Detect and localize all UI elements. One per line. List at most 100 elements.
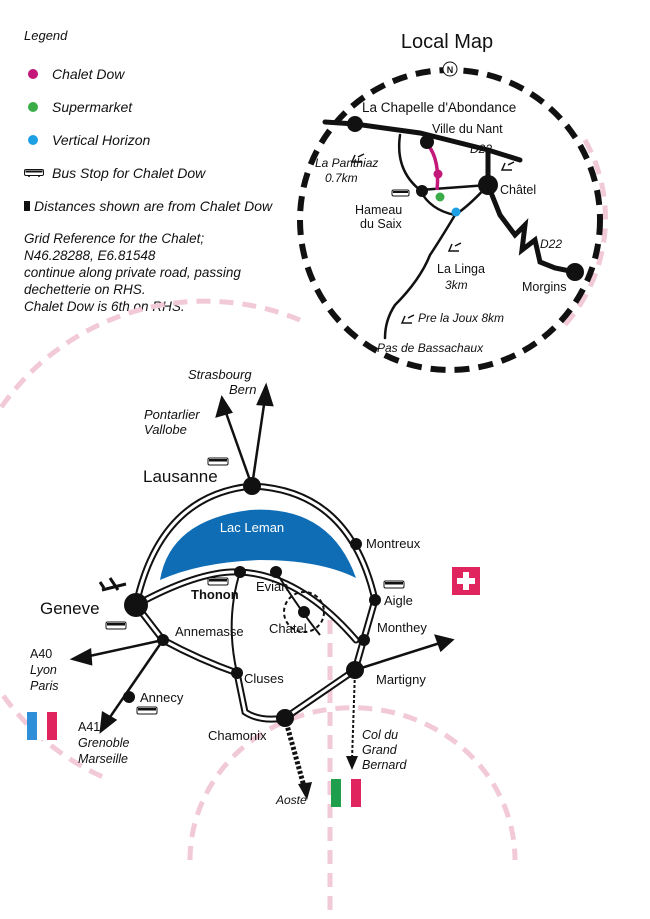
label-lausanne: Lausanne bbox=[143, 467, 218, 486]
label-aoste: Aoste bbox=[275, 793, 307, 807]
label-martigny: Martigny bbox=[376, 672, 426, 687]
airport-icon bbox=[98, 577, 127, 592]
label-paris: Paris bbox=[30, 679, 58, 693]
label-pontarlier: Pontarlier bbox=[144, 407, 200, 422]
geneve-node bbox=[124, 593, 148, 617]
label-hameau: Hameau bbox=[355, 203, 402, 217]
road-saix-chatel bbox=[418, 183, 490, 192]
label-d22-morgins: D22 bbox=[540, 237, 562, 251]
route-aoste bbox=[282, 717, 308, 791]
label-cluses: Cluses bbox=[244, 671, 284, 686]
chamonix-node bbox=[276, 709, 294, 727]
regional-roads-single bbox=[230, 571, 325, 674]
vertical-horizon-dot-icon bbox=[28, 134, 38, 145]
arrow-head bbox=[298, 782, 312, 800]
french-flag-icon bbox=[27, 712, 57, 740]
label-pre-la-joux: Pre la Joux 8km bbox=[418, 311, 504, 325]
local-map-border bbox=[297, 67, 603, 373]
montreux-node bbox=[350, 538, 362, 550]
label-bern: Bern bbox=[229, 382, 256, 397]
italian-flag-icon bbox=[331, 779, 361, 807]
label-grenoble: Grenoble bbox=[78, 736, 129, 750]
morgins-node bbox=[566, 263, 584, 281]
chatel-area-ring bbox=[283, 591, 325, 633]
bus-icon bbox=[105, 621, 127, 630]
legend-item-distances: Distances shown are from Chalet Dow bbox=[24, 189, 294, 222]
cluses-node bbox=[231, 667, 243, 679]
arrow-monthey bbox=[354, 641, 441, 672]
swiss-flag-icon bbox=[452, 567, 480, 595]
map-legend: Legend Chalet Dow Supermarket Vertical H… bbox=[24, 28, 294, 315]
label-monthey: Monthey bbox=[377, 620, 427, 635]
legend-label: Supermarket bbox=[52, 98, 133, 115]
grid-line: dechetterie on RHS. bbox=[24, 282, 146, 297]
label-vallobe: Vallobe bbox=[144, 422, 187, 437]
bus-icon bbox=[24, 168, 44, 177]
label-marseille: Marseille bbox=[78, 752, 128, 766]
arrow-a41 bbox=[106, 639, 165, 721]
road-d22-north bbox=[322, 119, 523, 163]
chalet-dot-icon bbox=[28, 68, 38, 79]
legend-item-vertical-horizon: Vertical Horizon bbox=[24, 123, 294, 156]
zone-ring-large bbox=[0, 298, 301, 783]
label-panthiaz-distance: 0.7km bbox=[325, 171, 358, 185]
chalet-dot-icon bbox=[433, 169, 443, 179]
legend-label: Bus Stop for Chalet Dow bbox=[52, 164, 206, 181]
legend-title: Legend bbox=[24, 28, 68, 43]
legend-item-chalet: Chalet Dow bbox=[24, 57, 294, 90]
supermarket-dot-icon bbox=[28, 101, 38, 112]
label-lyon: Lyon bbox=[30, 663, 57, 677]
label-annemasse: Annemasse bbox=[175, 624, 244, 639]
aigle-node bbox=[369, 594, 381, 606]
label-grand: Grand bbox=[362, 743, 398, 757]
chapelle-node bbox=[347, 116, 363, 132]
road-bassachaux bbox=[383, 183, 490, 340]
zone-ring-local bbox=[558, 138, 608, 332]
ski-lift-icons bbox=[350, 153, 515, 324]
zone-ring-south bbox=[187, 705, 518, 861]
grid-line: Chalet Dow is 6th on RHS. bbox=[24, 299, 185, 314]
arrow-a40 bbox=[84, 638, 164, 659]
road-d22-morgins bbox=[485, 182, 578, 275]
saix-node bbox=[416, 185, 428, 197]
label-geneve: Geneve bbox=[40, 599, 100, 618]
ski-lift-icon bbox=[350, 153, 365, 163]
arrow-pontarlier bbox=[223, 409, 254, 487]
thonon-node bbox=[234, 566, 246, 578]
label-aigle: Aigle bbox=[384, 593, 413, 608]
legend-label: Distances shown are from Chalet Dow bbox=[34, 197, 273, 214]
grid-reference: Grid Reference for the Chalet; N46.28288… bbox=[24, 230, 294, 315]
route-grand-bernard bbox=[351, 669, 356, 761]
bus-icon bbox=[136, 706, 158, 715]
bus-icon bbox=[391, 189, 410, 197]
label-thonon: Thonon bbox=[191, 587, 239, 602]
local-map: Local Map N bbox=[297, 31, 603, 373]
road-south-shore-inner bbox=[134, 570, 358, 642]
label-saix: du Saix bbox=[360, 217, 402, 231]
arrow-strasbourg bbox=[250, 397, 267, 487]
local-roads bbox=[322, 119, 578, 340]
label-annecy: Annecy bbox=[140, 690, 184, 705]
bus-icon bbox=[207, 577, 229, 586]
label-evian: Evian bbox=[256, 579, 289, 594]
label-linga: La Linga bbox=[437, 262, 485, 276]
regional-nodes bbox=[123, 477, 381, 727]
label-d22-north: D22 bbox=[470, 142, 492, 156]
arrow-head bbox=[434, 634, 455, 653]
compass-icon bbox=[442, 61, 458, 77]
arrow-head bbox=[99, 710, 118, 734]
lausanne-node bbox=[243, 477, 261, 495]
legend-label: Vertical Horizon bbox=[52, 131, 151, 148]
arrow-head bbox=[346, 756, 358, 770]
regional-map: Lac Leman bbox=[27, 367, 480, 807]
chalet-route bbox=[426, 143, 440, 191]
label-strasbourg: Strasbourg bbox=[188, 367, 252, 382]
chatel-node bbox=[298, 606, 310, 618]
annemasse-node bbox=[157, 634, 169, 646]
ski-lift-icon bbox=[400, 314, 415, 324]
label-nant: Ville du Nant bbox=[432, 122, 503, 136]
grid-line: continue along private road, passing bbox=[24, 265, 241, 280]
label-lake: Lac Leman bbox=[220, 520, 284, 535]
bus-icon bbox=[383, 580, 405, 589]
arrow-head bbox=[215, 394, 233, 418]
